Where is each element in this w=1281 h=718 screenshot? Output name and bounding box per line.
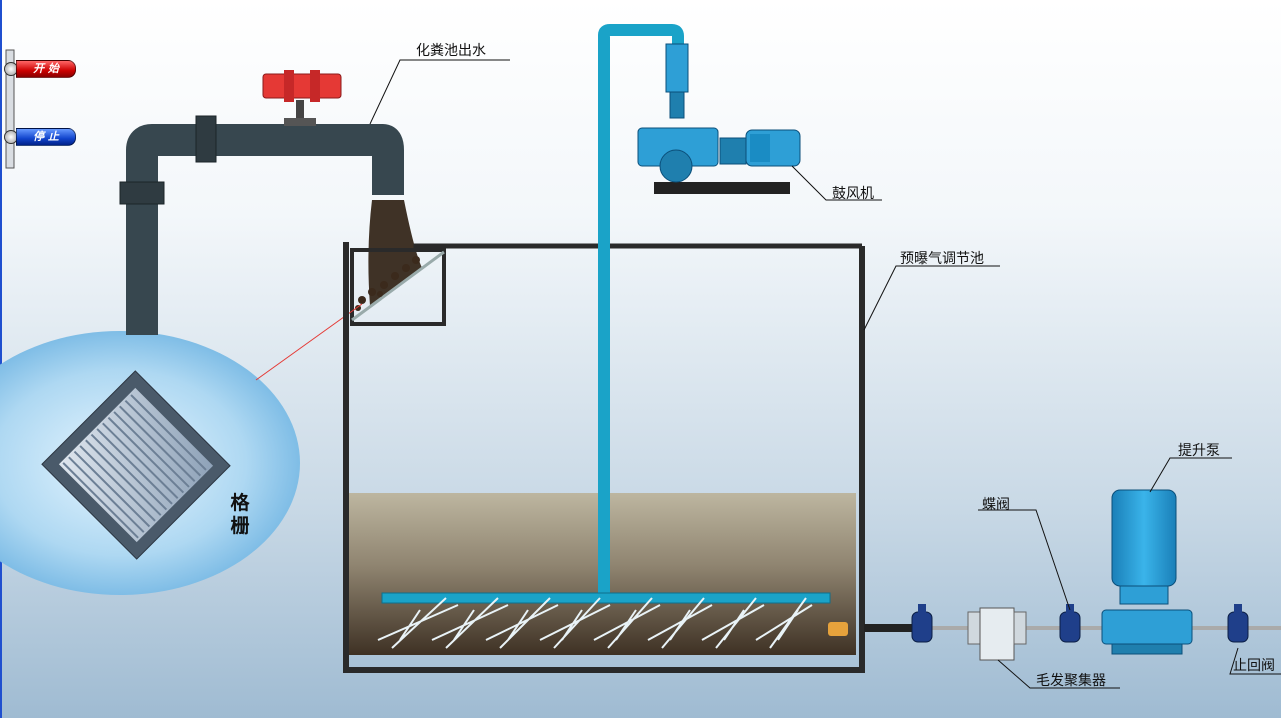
septic-inlet-pipe: [119, 115, 404, 335]
bar-screen: [41, 370, 231, 560]
stop-button[interactable]: 停 止: [16, 128, 76, 146]
callout-lines: [369, 59, 1281, 689]
hair-collector-label: 毛发聚集器: [1036, 673, 1106, 689]
blower-label: 鼓风机: [832, 186, 874, 202]
air-pipe: [381, 24, 831, 604]
butterfly-valve-label: 蝶阀: [982, 497, 1010, 513]
check-valve[interactable]: [1227, 604, 1249, 643]
outlet-pipe: [828, 622, 1281, 636]
check-valve-label: 止回阀: [1233, 658, 1275, 674]
grille-label-2: 栅: [230, 515, 250, 537]
roots-blower[interactable]: [637, 43, 801, 194]
grille-chamber: [350, 243, 862, 326]
tank-label: 预曝气调节池: [900, 251, 984, 267]
septic-outlet-label: 化粪池出水: [416, 43, 486, 59]
lift-pump-label: 提升泵: [1178, 443, 1220, 459]
hair-collector[interactable]: [967, 607, 1027, 661]
inlet-valve[interactable]: [262, 70, 342, 126]
grille-label-1: 格: [230, 492, 250, 514]
start-button[interactable]: 开 始: [16, 60, 76, 78]
aeration-diffusers: [377, 597, 813, 649]
wastewater-stream: [368, 200, 422, 306]
butterfly-valve-1[interactable]: [911, 604, 933, 643]
lift-pump[interactable]: [1101, 489, 1193, 655]
control-bracket: [5, 49, 15, 169]
